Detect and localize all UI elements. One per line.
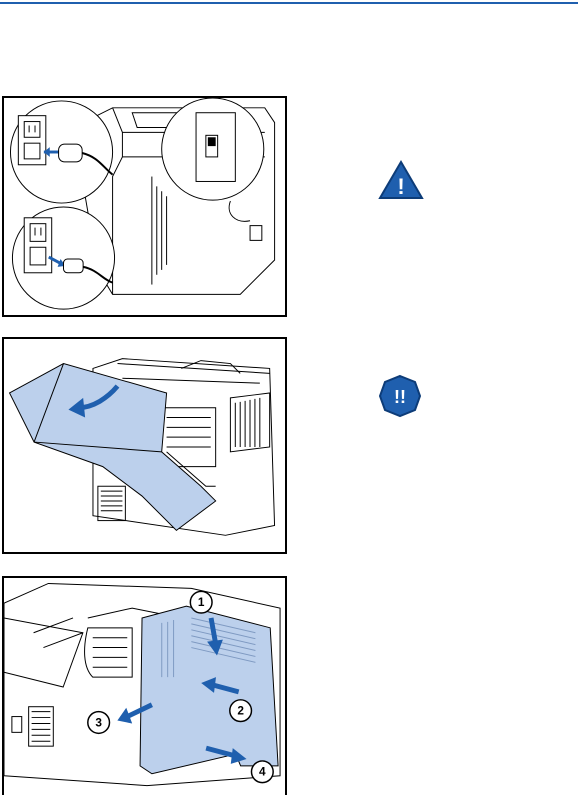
power-switch-icon — [208, 137, 216, 146]
caution-symbol: !! — [394, 387, 406, 407]
outlet-magnifier-bottom — [12, 207, 114, 309]
svg-text:1: 1 — [198, 595, 205, 609]
callout-3: 3 — [88, 712, 110, 734]
side-panel-illustration: 1 2 3 4 — [4, 578, 285, 795]
printer-power-illustration — [4, 98, 285, 315]
callout-1: 1 — [190, 591, 212, 613]
svg-text:3: 3 — [95, 715, 102, 729]
outlet-magnifier-top — [10, 101, 112, 203]
callout-2: 2 — [230, 700, 252, 722]
figure-remove-side-panel: 1 2 3 4 — [2, 576, 287, 795]
plug-icon — [63, 259, 83, 273]
warning-triangle-icon: ! — [378, 160, 424, 200]
svg-text:2: 2 — [237, 704, 244, 718]
warning-symbol: ! — [397, 174, 404, 199]
callout-4: 4 — [251, 761, 273, 783]
rear-cover-illustration — [4, 339, 285, 552]
caution-badge-icon: !! — [378, 374, 422, 418]
svg-text:4: 4 — [259, 765, 266, 779]
figure-unplug-power-cord — [2, 96, 287, 317]
figure-open-rear-cover — [2, 337, 287, 554]
top-rule — [0, 2, 578, 4]
